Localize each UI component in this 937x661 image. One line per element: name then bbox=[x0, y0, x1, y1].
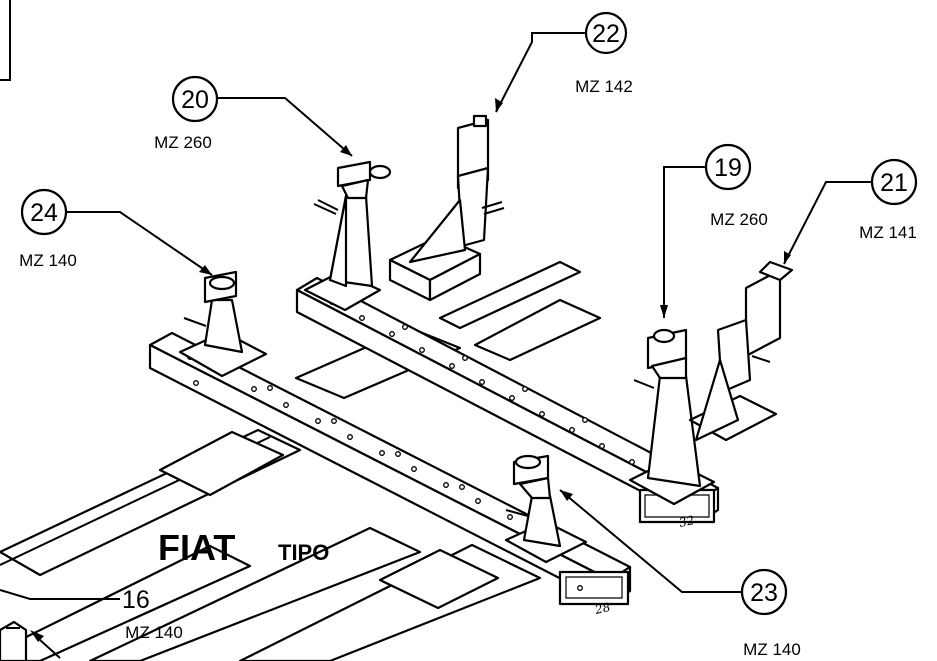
callout-number: 21 bbox=[880, 169, 908, 197]
support-tower-21 bbox=[688, 260, 794, 442]
callout-22: 22 MZ 142 bbox=[575, 11, 633, 96]
callout-number: 16 bbox=[122, 586, 150, 614]
part-code: MZ 140 bbox=[743, 640, 801, 659]
callout-20: 20 MZ 260 bbox=[154, 75, 219, 152]
callout-24: 24 MZ 140 bbox=[19, 188, 77, 270]
support-tower-partial bbox=[0, 620, 28, 661]
part-code: MZ 141 bbox=[859, 223, 917, 242]
rear-beam-mark: 32 bbox=[678, 513, 696, 530]
callout-23: 23 MZ 140 bbox=[740, 568, 801, 659]
part-code: MZ 260 bbox=[710, 210, 768, 229]
support-tower-22 bbox=[388, 114, 505, 302]
rear-beam bbox=[295, 276, 720, 524]
leader-lines bbox=[0, 32, 873, 659]
frame-corner bbox=[0, 0, 11, 81]
support-tower-24 bbox=[178, 270, 268, 378]
front-beam bbox=[148, 331, 632, 606]
part-code: MZ 142 bbox=[575, 77, 633, 96]
part-code: MZ 140 bbox=[125, 623, 183, 642]
part-code: MZ 260 bbox=[154, 133, 212, 152]
callout-number: 22 bbox=[592, 20, 620, 48]
callout-number: 23 bbox=[750, 579, 778, 607]
part-code: MZ 140 bbox=[19, 251, 77, 270]
car-model-subtitle: TIPO bbox=[278, 540, 329, 565]
car-model-title: FIAT bbox=[158, 527, 235, 568]
callout-21: 21 MZ 141 bbox=[859, 158, 918, 242]
callout-number: 20 bbox=[181, 86, 209, 114]
support-tower-20 bbox=[303, 160, 392, 312]
callout-number: 19 bbox=[714, 154, 742, 182]
front-beam-mark: 28 bbox=[593, 600, 612, 617]
callout-19: 19 MZ 260 bbox=[704, 143, 768, 229]
callout-number: 24 bbox=[30, 199, 58, 227]
support-tower-23 bbox=[504, 454, 588, 564]
base-rails bbox=[0, 260, 602, 661]
support-tower-19 bbox=[628, 328, 716, 506]
callout-16: 16 MZ 140 bbox=[122, 586, 183, 642]
